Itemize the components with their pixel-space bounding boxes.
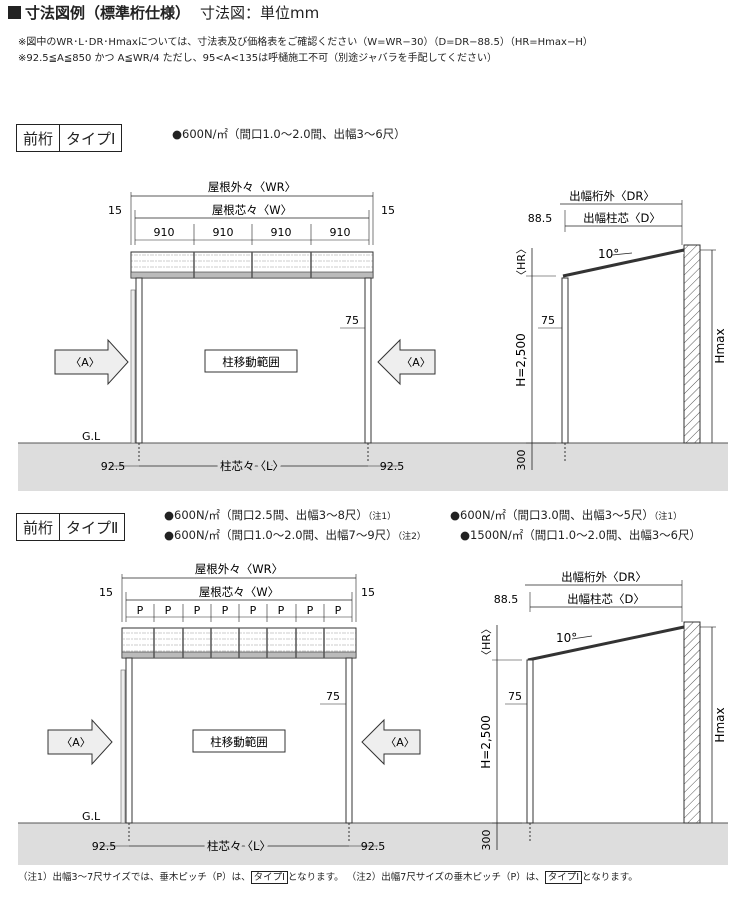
type2-offset-left: 92.5 (92, 840, 117, 853)
type1-post-right (364, 277, 372, 444)
type2-arrow-left-label: 〈A〉 (61, 736, 91, 749)
type1-pitch-1: 910 (154, 226, 175, 239)
type2-type-label: タイプⅡ (59, 514, 124, 540)
type2-spec-2: ●600N/㎡（間口3.0間、出幅3〜5尺）（注1） (450, 508, 683, 522)
type2-pitch-4: P (222, 604, 229, 617)
type1-ground (18, 443, 728, 491)
title-text: 寸法図例（標準桁仕様） (25, 4, 191, 22)
type1-offset-left: 92.5 (101, 460, 126, 473)
type2-range-label: 柱移動範囲 (210, 735, 268, 749)
type1-gl-label: G.L (82, 430, 101, 443)
type1-angle-label: 10° (598, 247, 619, 261)
type1-pitch-4: 910 (330, 226, 351, 239)
type1-post-left (135, 277, 143, 444)
type2-hmax-label: Hmax (713, 707, 727, 742)
type1-l-label: 柱芯々〈L〉 (220, 459, 284, 473)
unit-text: 寸法図：単位mm (200, 4, 320, 22)
note-1: ※図中のWR･L･DR･Hmaxについては、寸法表及び価格表をご確認ください（W… (18, 37, 593, 48)
type2-l-label: 柱芯々〈L〉 (207, 839, 271, 853)
type1-pitch-2: 910 (213, 226, 234, 239)
type2-d-label: 出幅柱芯〈D〉 (567, 592, 645, 606)
title-square-icon (8, 6, 21, 19)
type1-arrow-left-icon (54, 338, 129, 386)
type2-dr-label: 出幅桁外〈DR〉 (561, 570, 647, 584)
type2-range-box (192, 729, 286, 753)
type1-spec: ●600N/㎡（間口1.0〜2.0間、出幅3〜6尺） (172, 127, 406, 141)
type2-pitch-3: P (194, 604, 201, 617)
type1-front-view: 屋根外々〈WR〉 屋根芯々〈W〉 15 15 910 910 910 910 (18, 180, 728, 491)
type2-post-right (345, 657, 353, 824)
type2-pitch-1: P (137, 604, 144, 617)
type2-w-label: 屋根芯々〈W〉 (199, 585, 279, 599)
type2-pitch-8: P (335, 604, 342, 617)
type1-arrow-right-icon (377, 338, 436, 386)
type1-wr-label: 屋根外々〈WR〉 (208, 180, 296, 194)
type1-eave-size: 88.5 (528, 212, 553, 225)
type1-side-view: 出幅桁外〈DR〉 出幅柱芯〈D〉 88.5 10° 75 〈HR〉 H=2,50… (514, 189, 727, 471)
type2-ground (18, 823, 728, 865)
type2-wr-label: 屋根外々〈WR〉 (195, 562, 283, 576)
type2-side-post-size: 75 (508, 690, 522, 703)
type2-side-view: 出幅桁外〈DR〉 出幅柱芯〈D〉 88.5 10° 75 〈HR〉 H=2,50… (479, 570, 727, 851)
type1-range-box (204, 349, 298, 373)
type2-post-size: 75 (326, 690, 340, 703)
type2-h-label: H=2,500 (479, 715, 493, 768)
type1-side-post (561, 277, 569, 444)
note-2: ※92.5≦A≦850 かつ A≦WR/4 ただし、95<A<135は呼樋施工不… (18, 53, 497, 64)
type1-front-label: 前桁 (23, 129, 54, 148)
type1-w-label: 屋根芯々〈W〉 (212, 203, 292, 217)
type1-side-post-size: 75 (541, 314, 555, 327)
type1-type-label: タイプⅠ (59, 125, 121, 151)
type2-arrow-left-icon (47, 718, 113, 766)
type2-gl-label: G.L (82, 810, 101, 823)
type1-range-label: 柱移動範囲 (222, 355, 280, 369)
type2-roof-slope (527, 625, 685, 662)
type2-front-view: 屋根外々〈WR〉 屋根芯々〈W〉 15 15 P P P P P P P P (18, 562, 728, 865)
type1-post-size: 75 (345, 314, 359, 327)
footer-type-box-a: タイプⅠ (250, 871, 288, 884)
type2-pitch-5: P (250, 604, 257, 617)
type1-d-label: 出幅柱芯〈D〉 (583, 211, 661, 225)
page-title: 寸法図例（標準桁仕様） 寸法図：単位mm (8, 6, 319, 21)
type1-label-box: 前桁 タイプⅠ (16, 124, 123, 152)
type2-front-label: 前桁 (23, 518, 54, 537)
type2-angle-label: 10° (556, 631, 577, 645)
type1-pitch-3: 910 (271, 226, 292, 239)
type2-pitch-2: P (165, 604, 172, 617)
type2-hr-label: 〈HR〉 (480, 623, 493, 661)
type2-eave-size: 88.5 (494, 593, 519, 606)
type1-hmax-label: Hmax (713, 328, 727, 363)
type2-post-left (125, 657, 133, 824)
type2-label-box: 前桁 タイプⅡ (16, 513, 126, 541)
type1-arrow-left-label: 〈A〉 (70, 356, 100, 369)
type1-base-label: 300 (515, 450, 528, 471)
type2-arrow-right-label: 〈A〉 (385, 736, 415, 749)
type2-side-left: 15 (99, 586, 113, 599)
type2-spec-1: ●600N/㎡（間口2.5間、出幅3〜8尺）（注1） (164, 508, 397, 522)
footer-type-box-b: タイプⅠ (544, 871, 583, 884)
type1-roof-slope (562, 248, 685, 278)
type2-pitch-7: P (307, 604, 314, 617)
type1-dr-label: 出幅桁外〈DR〉 (569, 189, 655, 203)
type1-wall (683, 244, 701, 444)
type2-arrow-right-icon (361, 718, 421, 766)
type2-side-post (526, 659, 534, 824)
type1-side-left: 15 (108, 204, 122, 217)
type2-offset-right: 92.5 (361, 840, 386, 853)
type1-arrow-right-label: 〈A〉 (401, 356, 431, 369)
type2-spec-4: ●1500N/㎡（間口1.0〜2.0間、出幅3〜6尺） (460, 528, 701, 542)
type2-base-label: 300 (480, 830, 493, 851)
type2-wall (683, 621, 701, 824)
type2-pitch-6: P (278, 604, 285, 617)
type1-h-label: H=2,500 (514, 333, 528, 386)
type1-hr-label: 〈HR〉 (515, 243, 528, 281)
type2-spec-3: ●600N/㎡（間口1.0〜2.0間、出幅7〜9尺）（注2） (164, 528, 426, 542)
type2-side-right: 15 (361, 586, 375, 599)
type1-offset-right: 92.5 (380, 460, 405, 473)
type1-side-right: 15 (381, 204, 395, 217)
